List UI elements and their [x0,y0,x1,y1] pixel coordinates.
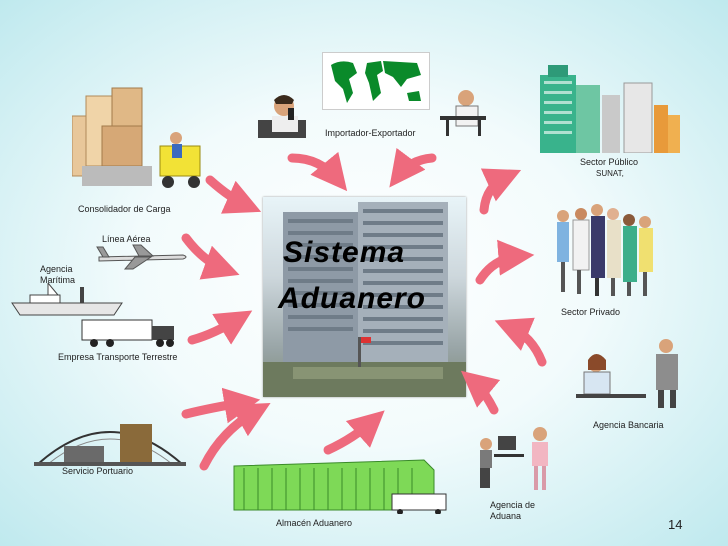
label-agencia-aduana-2: Aduana [490,511,522,521]
bank-agents-icon [570,336,690,410]
arrow-importador-out [389,147,437,188]
customs-agent-icon [476,424,560,494]
arrow-consolidador [205,175,262,214]
arrow-servicio [199,403,271,471]
arrow-bancaria [494,317,547,367]
label-almacen: Almacén Aduanero [276,518,353,528]
arrow-sector-privado [475,239,535,285]
page-number: 14 [668,517,683,532]
group-people-icon [553,202,657,300]
ship-icon [10,281,128,317]
arrow-sector-publico [479,168,522,215]
warehouse-building-icon [232,458,452,515]
phone-person-left-icon [258,90,306,138]
phone-person-right-icon [436,86,490,138]
label-empresa-transporte: Empresa Transporte Terrestre [58,352,178,362]
arrow-almacen [323,410,385,455]
arrow-linea-aerea [181,233,240,280]
label-sector-privado: Sector Privado [561,307,621,317]
label-agencia-maritima-2: Marítima [40,275,76,285]
warehouse-forklift-icon [71,86,212,196]
arrow-aduana [460,370,501,415]
label-importador: Importador-Exportador [325,128,416,138]
center-building-image [263,197,466,397]
label-servicio-portuario: Servicio Portuario [62,466,134,476]
world-map-icon [322,52,430,110]
title-sistema: Sistema [283,236,406,269]
arrow-importador-in [287,151,348,192]
title-aduanero: Aduanero [278,282,427,315]
label-agencia-bancaria: Agencia Bancaria [593,420,664,430]
port-dome-icon [34,410,186,466]
arrow-portuario [181,387,261,424]
arrow-transporte [187,310,253,345]
label-consolidador: Consolidador de Carga [78,204,171,214]
label-linea-aerea: Línea Aérea [102,234,151,244]
label-sector-publico: Sector Público [580,157,639,167]
building-photo-icon [263,202,466,397]
truck-icon [80,318,178,348]
label-sunat: SUNAT, [596,169,624,178]
label-agencia-aduana-1: Agencia de [490,500,536,510]
city-buildings-icon [540,65,680,154]
label-agencia-maritima-1: Agencia [40,264,73,274]
airplane-icon [95,243,190,271]
